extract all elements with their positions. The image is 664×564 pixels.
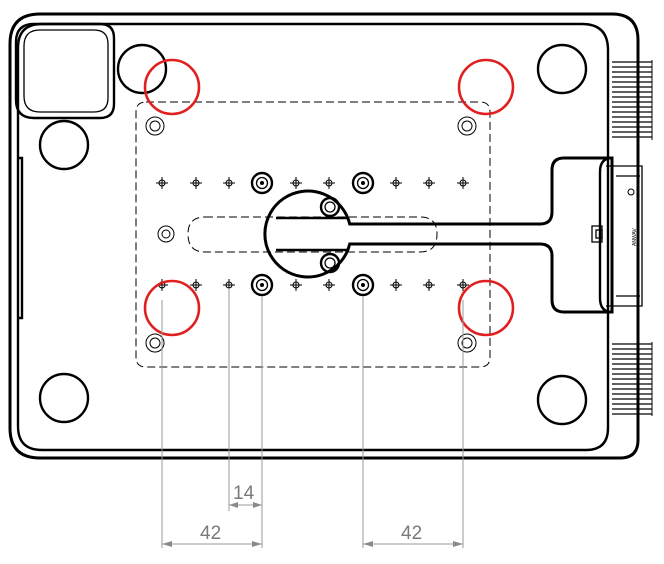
dimension-label-14: 14	[233, 483, 255, 504]
corner-hole-top-right	[536, 43, 588, 95]
threaded-hole	[351, 171, 375, 195]
threaded-holes	[250, 171, 375, 297]
crosshair-mark	[290, 279, 302, 291]
highlight-circle-top-right	[457, 58, 515, 116]
outer-body	[8, 12, 640, 460]
highlight-circles	[143, 58, 515, 337]
highlight-circle-top-left	[143, 58, 201, 116]
crosshair-mark	[390, 279, 402, 291]
dimension-lines	[161, 288, 464, 548]
hub-pin-top	[319, 196, 341, 218]
crosshair-mark	[190, 177, 202, 189]
hub-pin-bottom	[319, 252, 341, 274]
corner-hole-bottom-right	[536, 374, 588, 426]
crosshair-mark	[323, 177, 335, 189]
corner-holes	[38, 43, 588, 426]
highlight-circle-bottom-right	[457, 279, 515, 337]
highlight-circle-bottom-left	[143, 279, 201, 337]
central-hub	[263, 156, 614, 314]
crosshair-mark	[390, 177, 402, 189]
crosshair-mark	[223, 177, 235, 189]
crosshair-mark	[156, 177, 168, 189]
crosshair-mark	[423, 177, 435, 189]
crosshair-mark	[323, 279, 335, 291]
connector: ANWAV	[591, 156, 643, 314]
corner-hole-top-left-inner	[116, 43, 168, 95]
crosshair-mark	[423, 279, 435, 291]
slot-outline	[187, 216, 438, 253]
dimension-label-42-right: 42	[401, 523, 422, 544]
crosshair-mark	[290, 177, 302, 189]
right-panel-hatching	[612, 60, 653, 416]
dimension-label-42-left: 42	[200, 523, 221, 544]
hole-pattern	[156, 177, 469, 291]
threaded-hole	[351, 273, 375, 297]
corner-screws	[145, 116, 477, 353]
connector-label: ANWAV	[632, 228, 638, 246]
threaded-hole	[250, 171, 274, 195]
corner-hole-left	[38, 119, 90, 171]
crosshair-mark	[457, 279, 469, 291]
crosshair-mark	[457, 177, 469, 189]
threaded-hole	[250, 273, 274, 297]
top-left-pocket	[14, 22, 116, 120]
corner-hole-bottom-left	[38, 372, 90, 424]
crosshair-mark	[190, 279, 202, 291]
